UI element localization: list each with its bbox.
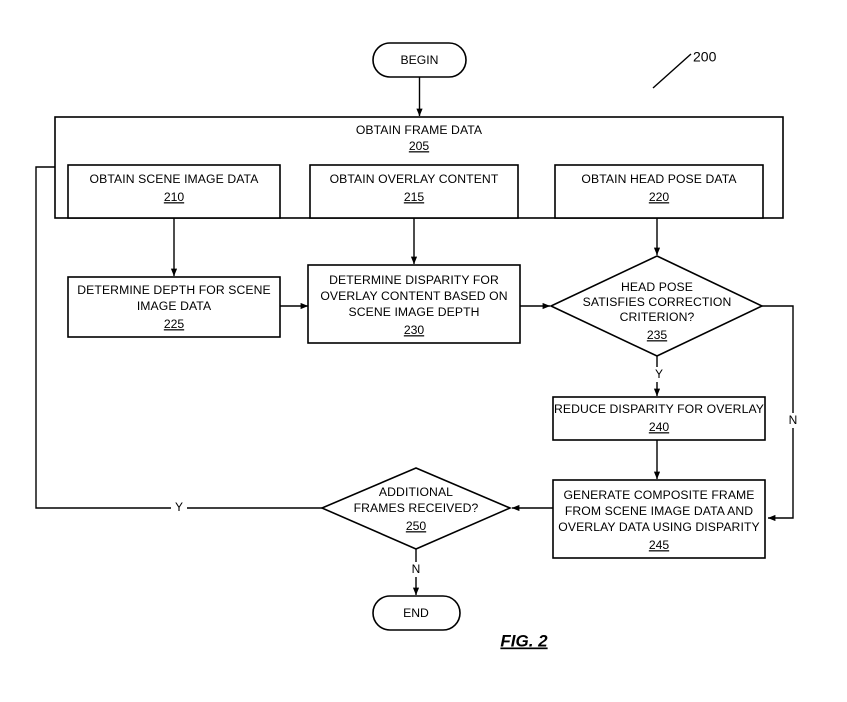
end-terminal-label: END	[403, 606, 429, 620]
obtain-scene-image-data-ref: 210	[164, 190, 185, 204]
obtain-head-pose-data-shape[interactable]	[554, 164, 764, 219]
callout-leader-line	[652, 53, 692, 89]
node-determine-disparity[interactable]: DETERMINE DISPARITY FOR OVERLAY CONTENT …	[307, 264, 521, 344]
additional-frames-decision-label-line-1: FRAMES RECEIVED?	[354, 501, 479, 515]
additional-frames-decision-shape[interactable]	[319, 467, 513, 550]
determine-depth-label-line-1: IMAGE DATA	[137, 299, 212, 313]
obtain-frame-data-label-line-0: OBTAIN FRAME DATA	[356, 123, 483, 137]
node-obtain-head-pose-data[interactable]: OBTAIN HEAD POSE DATA 220	[554, 164, 764, 219]
branch-label-bg-head-pose-no	[785, 413, 802, 428]
additional-frames-decision-label-line-0: ADDITIONAL	[379, 485, 453, 499]
obtain-overlay-content-ref: 215	[404, 190, 425, 204]
node-determine-depth[interactable]: DETERMINE DEPTH FOR SCENE IMAGE DATA 225	[67, 276, 281, 338]
obtain-scene-image-data-shape[interactable]	[67, 164, 281, 219]
branch-label-additional-frames-yes: Y	[175, 500, 183, 514]
branch-labels: Y N Y N	[171, 367, 802, 577]
node-head-pose-decision[interactable]: HEAD POSE SATISFIES CORRECTION CRITERION…	[549, 255, 764, 357]
branch-label-bg-additional-frames-no	[408, 562, 425, 577]
reduce-disparity-shape[interactable]	[552, 396, 766, 441]
determine-disparity-label-line-1: OVERLAY CONTENT BASED ON	[320, 289, 507, 303]
generate-composite-frame-label-line-1: FROM SCENE IMAGE DATA AND	[565, 504, 753, 518]
determine-disparity-label-line-0: DETERMINE DISPARITY FOR	[329, 273, 499, 287]
reduce-disparity-label-line-0: REDUCE DISPARITY FOR OVERLAY	[554, 402, 764, 416]
determine-disparity-shape[interactable]	[307, 264, 521, 344]
node-additional-frames-decision[interactable]: ADDITIONAL FRAMES RECEIVED? 250	[319, 467, 513, 550]
obtain-scene-image-data-label-line-0: OBTAIN SCENE IMAGE DATA	[90, 172, 260, 186]
obtain-head-pose-data-label-line-0: OBTAIN HEAD POSE DATA	[581, 172, 737, 186]
branch-label-bg-additional-frames-yes	[171, 500, 187, 515]
branch-label-head-pose-no: N	[789, 413, 798, 427]
end-terminal-shape[interactable]	[372, 595, 461, 631]
determine-depth-shape[interactable]	[67, 276, 281, 338]
generate-composite-frame-ref: 245	[649, 538, 670, 552]
node-generate-composite-frame[interactable]: GENERATE COMPOSITE FRAME FROM SCENE IMAG…	[552, 479, 766, 559]
node-begin[interactable]: BEGIN	[372, 42, 467, 78]
determine-depth-label-line-0: DETERMINE DEPTH FOR SCENE	[77, 283, 270, 297]
head-pose-decision-ref: 235	[647, 328, 668, 342]
generate-composite-frame-label-line-2: OVERLAY DATA USING DISPARITY	[558, 520, 759, 534]
node-reduce-disparity[interactable]: REDUCE DISPARITY FOR OVERLAY 240	[552, 396, 766, 441]
node-end[interactable]: END	[372, 595, 461, 631]
reduce-disparity-ref: 240	[649, 420, 670, 434]
branch-label-bg-head-pose-yes	[649, 367, 666, 382]
determine-disparity-label-line-2: SCENE IMAGE DEPTH	[348, 305, 479, 319]
head-pose-decision-shape[interactable]	[549, 255, 764, 357]
obtain-overlay-content-label-line-0: OBTAIN OVERLAY CONTENT	[330, 172, 499, 186]
determine-depth-ref: 225	[164, 317, 185, 331]
additional-frames-decision-ref: 250	[406, 519, 427, 533]
generate-composite-frame-label-line-0: GENERATE COMPOSITE FRAME	[563, 488, 754, 502]
head-pose-decision-label-line-0: HEAD POSE	[621, 280, 693, 294]
head-pose-decision-label-line-2: CRITERION?	[620, 310, 695, 324]
branch-label-head-pose-yes: Y	[655, 367, 663, 381]
connector-235-no-to-245	[762, 305, 794, 522]
callout-number-200: 200	[693, 49, 717, 65]
begin-terminal-label: BEGIN	[401, 53, 439, 67]
begin-terminal-shape[interactable]	[372, 42, 467, 78]
node-obtain-scene-image-data[interactable]: OBTAIN SCENE IMAGE DATA 210	[67, 164, 281, 219]
obtain-head-pose-data-ref: 220	[649, 190, 670, 204]
branch-label-additional-frames-no: N	[412, 562, 421, 576]
obtain-frame-data-ref: 205	[409, 139, 430, 153]
obtain-overlay-content-shape[interactable]	[309, 164, 519, 219]
head-pose-decision-label-line-1: SATISFIES CORRECTION	[583, 295, 732, 309]
node-obtain-overlay-content[interactable]: OBTAIN OVERLAY CONTENT 215	[309, 164, 519, 219]
generate-composite-frame-shape[interactable]	[552, 479, 766, 559]
figure-caption: FIG. 2	[500, 631, 548, 650]
determine-disparity-ref: 230	[404, 323, 425, 337]
